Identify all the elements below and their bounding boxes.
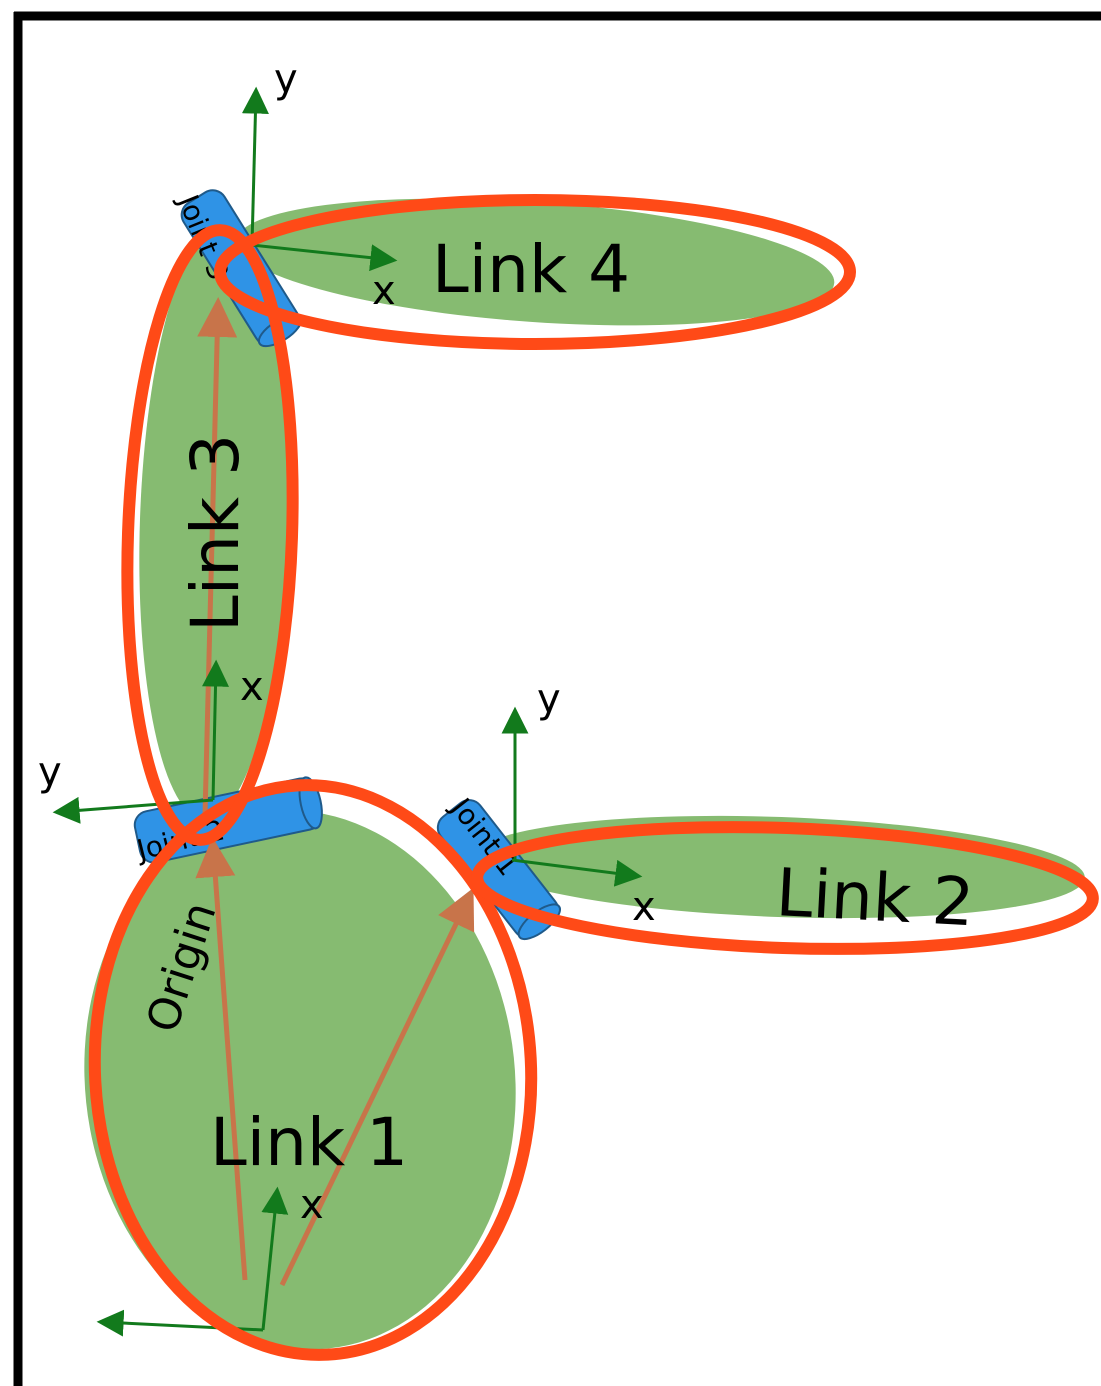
joint2-y-label: y — [38, 749, 62, 795]
joint2-y-axis-arrow — [52, 796, 214, 824]
joint3-x-label: x — [372, 268, 396, 314]
joint2-x-label: x — [240, 664, 264, 710]
link-4-label: Link 4 — [432, 231, 630, 308]
link-4-outline — [214, 194, 856, 350]
joint1-x-axis-arrow — [511, 858, 643, 887]
link-3-label: Link 3 — [177, 434, 254, 632]
link-1-shape — [84, 810, 516, 1350]
base-x-label: x — [300, 1182, 324, 1228]
vector-origin-to-joint1 — [279, 887, 475, 1287]
vector-origin-to-joint2 — [195, 837, 248, 1281]
link-3-outline — [121, 224, 299, 846]
base-x-axis-arrow — [261, 1186, 289, 1331]
vector-joint2-to-joint3 — [197, 297, 238, 816]
link-1-label: Link 1 — [210, 1104, 408, 1181]
joint3-y-label: y — [274, 56, 298, 102]
joint3-y-axis-arrow — [241, 86, 269, 246]
link-2-outline — [471, 821, 1099, 955]
link-1-outline — [88, 779, 538, 1361]
joint1-y-label: y — [537, 676, 561, 722]
link-4-shape — [235, 198, 835, 326]
joint3-x-axis-arrow — [251, 243, 398, 272]
joint1-x-label: x — [632, 884, 656, 930]
link-2-label: Link 2 — [774, 854, 976, 941]
joint2-x-axis-arrow — [202, 659, 230, 801]
